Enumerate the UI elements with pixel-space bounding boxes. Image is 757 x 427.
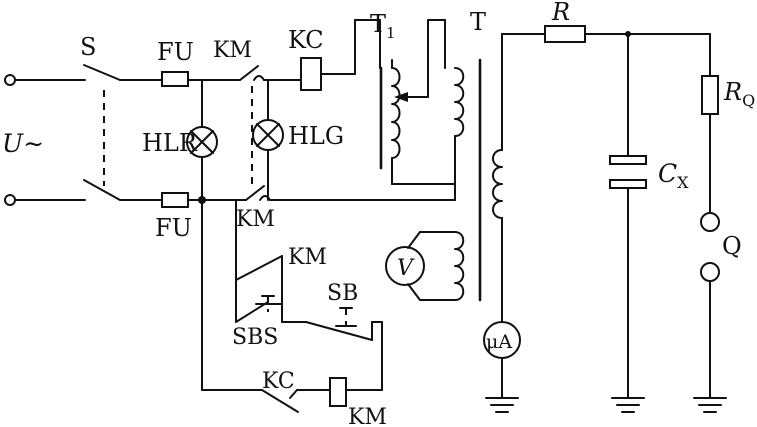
switch-s-label: S (80, 33, 96, 61)
contactor-km-main (229, 65, 456, 201)
relay-kc-top-label: KC (288, 26, 324, 54)
fuse-top-label: FU (157, 38, 194, 66)
supply-terminals (4, 74, 76, 206)
start-button-label: SB (327, 281, 358, 306)
contactor-km-bottom-label: KM (236, 207, 275, 232)
ground-icon (611, 397, 645, 413)
resistor-rq (701, 33, 719, 213)
relay-kc-coil (300, 19, 381, 91)
contactor-km-top-label: KM (213, 38, 252, 63)
ground-icon (485, 397, 519, 413)
stop-button-label: SBS (232, 325, 278, 350)
test-transformer-t (419, 33, 546, 323)
sphere-gap-q (700, 212, 720, 399)
main-switch-s (74, 64, 163, 201)
control-circuit (201, 199, 383, 413)
lamp-hlg (252, 79, 284, 201)
lamp-hlr (186, 79, 218, 201)
fuse-bottom-label: FU (155, 214, 192, 242)
km-coil-label: KM (348, 405, 387, 427)
autotransformer-t1 (379, 19, 456, 185)
voltmeter (385, 231, 425, 301)
resistor-r (544, 25, 711, 43)
autotransformer-t1-label: T1 (370, 10, 396, 42)
lamp-hlg-label: HLG (288, 122, 344, 150)
capacitor-cx (609, 33, 647, 399)
resistor-r-label: R (551, 0, 570, 26)
voltmeter-label: V (397, 256, 415, 281)
microammeter (483, 321, 521, 399)
ground-icon (693, 397, 727, 413)
supply-label: U∼ (2, 129, 44, 158)
lamp-hlr-label: HLR (142, 129, 198, 157)
transformer-t-label: T (470, 8, 486, 36)
relay-kc-bottom-label: KC (262, 369, 295, 394)
fuse-top (161, 71, 231, 87)
microammeter-label: μA (486, 331, 512, 353)
resistor-rq-label: RQ (723, 78, 755, 110)
capacitor-cx-label: CX (658, 159, 689, 192)
sphere-gap-q-label: Q (722, 232, 742, 260)
km-hold-contact-label: KM (288, 245, 327, 270)
fuse-bottom (161, 192, 237, 208)
